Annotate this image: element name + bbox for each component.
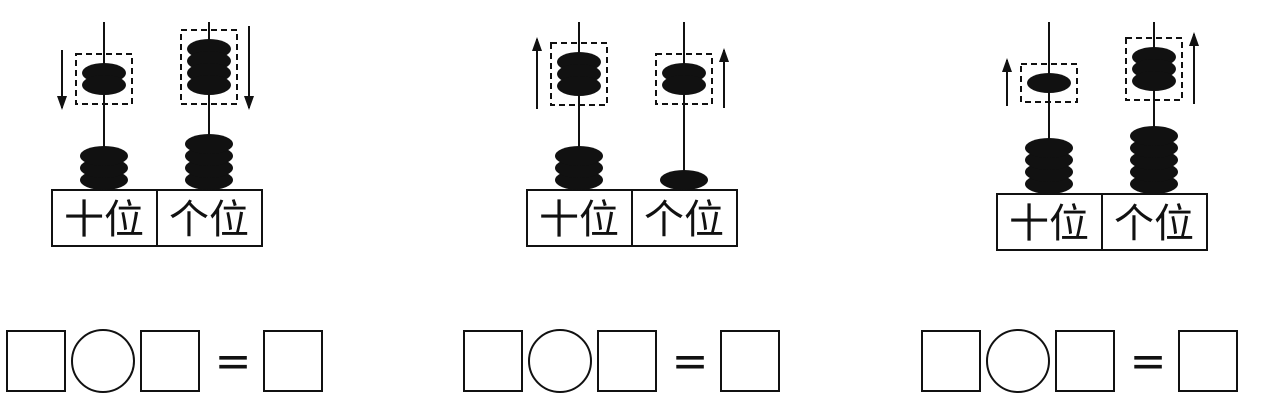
ones-moved-bead xyxy=(662,75,706,95)
answer-box[interactable] xyxy=(6,330,66,392)
answer-box[interactable] xyxy=(597,330,657,392)
result-box[interactable] xyxy=(263,330,323,392)
ones-moved-bead xyxy=(187,75,231,95)
ones-bead xyxy=(660,170,708,190)
ones-place-label: 个位 xyxy=(1114,201,1194,247)
equals-sign: = xyxy=(215,336,252,387)
arrow-head-icon xyxy=(1002,58,1012,72)
ones-place-label: 个位 xyxy=(644,197,724,243)
tens-moved-bead xyxy=(557,76,601,96)
equals-sign: = xyxy=(1130,336,1167,387)
equation-row: = = = xyxy=(6,329,1238,393)
abacus-1: 十位个位 xyxy=(51,22,263,247)
ones-place-label: 个位 xyxy=(169,197,249,243)
equation-2: = xyxy=(463,329,780,393)
result-box[interactable] xyxy=(720,330,780,392)
tens-place-label: 十位 xyxy=(539,197,619,243)
equation-3: = xyxy=(921,329,1238,393)
answer-box[interactable] xyxy=(463,330,523,392)
abacus-3: 十位个位 xyxy=(996,22,1208,251)
arrow-head-icon xyxy=(719,48,729,62)
operator-circle[interactable] xyxy=(986,329,1050,393)
operator-circle[interactable] xyxy=(528,329,592,393)
arrow-head-icon xyxy=(532,37,542,51)
ones-bead xyxy=(185,134,233,154)
tens-moved-beads-box xyxy=(1020,63,1078,103)
tens-bead xyxy=(1025,138,1073,158)
result-box[interactable] xyxy=(1178,330,1238,392)
tens-bead xyxy=(555,146,603,166)
ones-bead xyxy=(1130,126,1178,146)
ones-moved-beads-box xyxy=(180,29,238,105)
arrow-head-icon xyxy=(244,96,254,110)
tens-place-label: 十位 xyxy=(64,197,144,243)
tens-bead xyxy=(80,146,128,166)
tens-moved-beads-box xyxy=(75,53,133,105)
arrow-head-icon xyxy=(1189,32,1199,46)
answer-box[interactable] xyxy=(921,330,981,392)
tens-moved-bead xyxy=(82,75,126,95)
abacus-2: 十位个位 xyxy=(526,22,738,247)
ones-moved-bead xyxy=(1132,71,1176,91)
tens-moved-bead xyxy=(1027,73,1071,93)
abacus-row: 十位个位十位个位十位个位 xyxy=(51,22,1208,251)
equals-sign: = xyxy=(672,336,709,387)
answer-box[interactable] xyxy=(1055,330,1115,392)
ones-moved-beads-box xyxy=(1125,37,1183,101)
tens-place-label: 十位 xyxy=(1009,201,1089,247)
answer-box[interactable] xyxy=(140,330,200,392)
equation-1: = xyxy=(6,329,323,393)
arrow-head-icon xyxy=(57,96,67,110)
ones-moved-beads-box xyxy=(655,53,713,105)
operator-circle[interactable] xyxy=(71,329,135,393)
tens-moved-beads-box xyxy=(550,42,608,106)
